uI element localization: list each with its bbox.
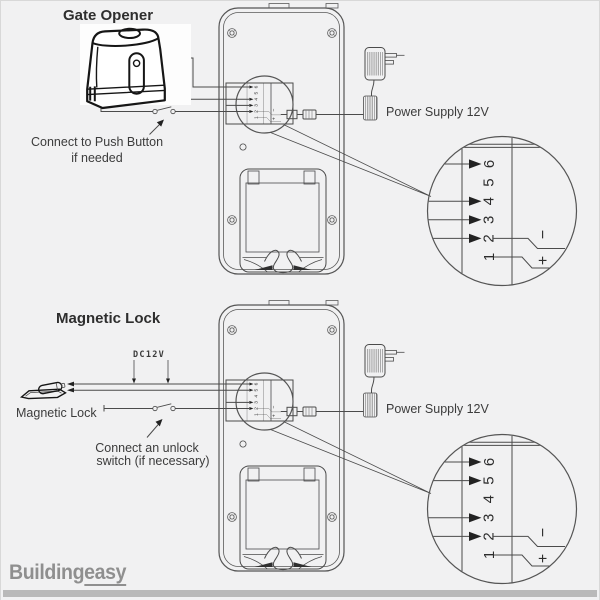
plus-sign: + bbox=[271, 117, 277, 120]
minus-sign: − bbox=[271, 109, 277, 112]
terminal-number: 3 bbox=[481, 216, 498, 224]
gate-opener-device bbox=[80, 24, 191, 110]
terminal-number: 1 bbox=[254, 413, 260, 416]
brand-logo-prefix: Building bbox=[9, 561, 85, 584]
magnetic-lock-device bbox=[19, 381, 67, 400]
unlock-note-line2: switch (if necessary) bbox=[96, 454, 209, 468]
terminal-number: 4 bbox=[254, 395, 260, 398]
power-supply-label-bottom: Power Supply 12V bbox=[386, 402, 490, 416]
terminal-arrow bbox=[249, 382, 254, 386]
terminal-number: 6 bbox=[254, 382, 260, 385]
brand-logo-suffix: easy bbox=[84, 561, 127, 586]
unlock-switch-contact bbox=[170, 405, 176, 412]
manual-release-slot bbox=[128, 52, 145, 95]
plus-sign: + bbox=[535, 256, 552, 265]
minus-sign: − bbox=[271, 406, 277, 409]
terminal-arrow bbox=[469, 233, 482, 243]
wire-arrow-left bbox=[67, 387, 74, 393]
dc12v-leaders bbox=[133, 360, 169, 379]
plus-sign: + bbox=[535, 554, 552, 563]
plus-sign: + bbox=[271, 414, 277, 417]
terminal-number: 5 bbox=[254, 389, 260, 392]
dc12v-label: DC12V bbox=[133, 350, 165, 360]
terminal-number: 4 bbox=[481, 197, 498, 205]
power-supply-label-top: Power Supply 12V bbox=[386, 105, 490, 119]
terminal-number: 6 bbox=[254, 85, 260, 88]
terminal-arrow bbox=[469, 196, 482, 206]
terminal-arrow bbox=[249, 110, 254, 114]
note-arrow-top bbox=[149, 123, 161, 135]
terminal-arrow bbox=[249, 388, 254, 392]
zoom-circle-top bbox=[426, 135, 578, 287]
page-bottom-shadow bbox=[3, 590, 597, 597]
magnetic-lock-wiring bbox=[67, 360, 249, 412]
terminal-arrow bbox=[249, 85, 254, 89]
zoom-pointer-lines-top bbox=[270, 124, 432, 197]
terminal-number: 2 bbox=[481, 234, 498, 242]
terminal-strip: 1 2 3 4 5 6 − + bbox=[428, 436, 567, 583]
terminal-number: 4 bbox=[254, 98, 260, 101]
terminal-strip: 1 2 3 4 5 6 − + bbox=[235, 83, 282, 124]
terminal-number: 2 bbox=[481, 532, 498, 540]
terminal-arrow bbox=[249, 407, 254, 411]
terminal-arrow bbox=[249, 103, 254, 107]
unlock-switch-contact bbox=[152, 405, 158, 412]
terminal-number: 3 bbox=[254, 401, 260, 404]
zoom-circle-bottom bbox=[426, 433, 578, 585]
keypad-bottom bbox=[219, 301, 364, 572]
magnetic-lock-label: Magnetic Lock bbox=[16, 406, 97, 420]
terminal-number: 3 bbox=[481, 514, 498, 522]
terminal-arrow bbox=[249, 400, 254, 404]
terminal-number: 3 bbox=[254, 104, 260, 107]
terminal-arrow bbox=[469, 531, 482, 541]
keypad-top bbox=[219, 4, 364, 275]
push-button-note-line2: if needed bbox=[71, 151, 122, 165]
terminal-arrow bbox=[469, 215, 482, 225]
terminal-number: 6 bbox=[481, 458, 498, 466]
terminal-number: 5 bbox=[481, 476, 498, 484]
terminal-number: 1 bbox=[481, 253, 498, 261]
wire-arrow-left bbox=[67, 381, 74, 387]
top-hole bbox=[118, 27, 142, 40]
terminal-number: 2 bbox=[254, 407, 260, 410]
terminal-arrow bbox=[469, 159, 482, 169]
terminal-strip: 1 2 3 4 5 6 − + bbox=[428, 138, 567, 285]
terminal-arrow bbox=[469, 476, 482, 486]
minus-sign: − bbox=[535, 528, 552, 537]
unlock-note-line1: Connect an unlock bbox=[95, 441, 199, 455]
terminal-arrow bbox=[469, 457, 482, 467]
terminal-number: 1 bbox=[254, 116, 260, 119]
terminal-arrow bbox=[469, 513, 482, 523]
terminal-number: 1 bbox=[481, 551, 498, 559]
push-button-contact bbox=[152, 108, 158, 115]
push-button-contact bbox=[170, 108, 176, 115]
section-title-magnetic-lock: Magnetic Lock bbox=[56, 310, 161, 327]
push-button-note-line1: Connect to Push Button bbox=[31, 135, 163, 149]
terminal-number: 6 bbox=[481, 160, 498, 168]
section-title-gate-opener: Gate Opener bbox=[63, 7, 153, 24]
terminal-number: 5 bbox=[254, 92, 260, 95]
note-arrow-bottom bbox=[146, 422, 160, 438]
minus-sign: − bbox=[535, 230, 552, 239]
brand-logo: Buildingeasy bbox=[9, 561, 127, 586]
terminal-number: 5 bbox=[481, 178, 498, 186]
terminal-number: 2 bbox=[254, 110, 260, 113]
zoom-pointer-lines-bottom bbox=[270, 421, 432, 494]
terminal-number: 4 bbox=[481, 495, 498, 503]
terminal-arrow bbox=[249, 97, 254, 101]
terminal-strip: 1 2 3 4 5 6 − + bbox=[235, 380, 282, 421]
